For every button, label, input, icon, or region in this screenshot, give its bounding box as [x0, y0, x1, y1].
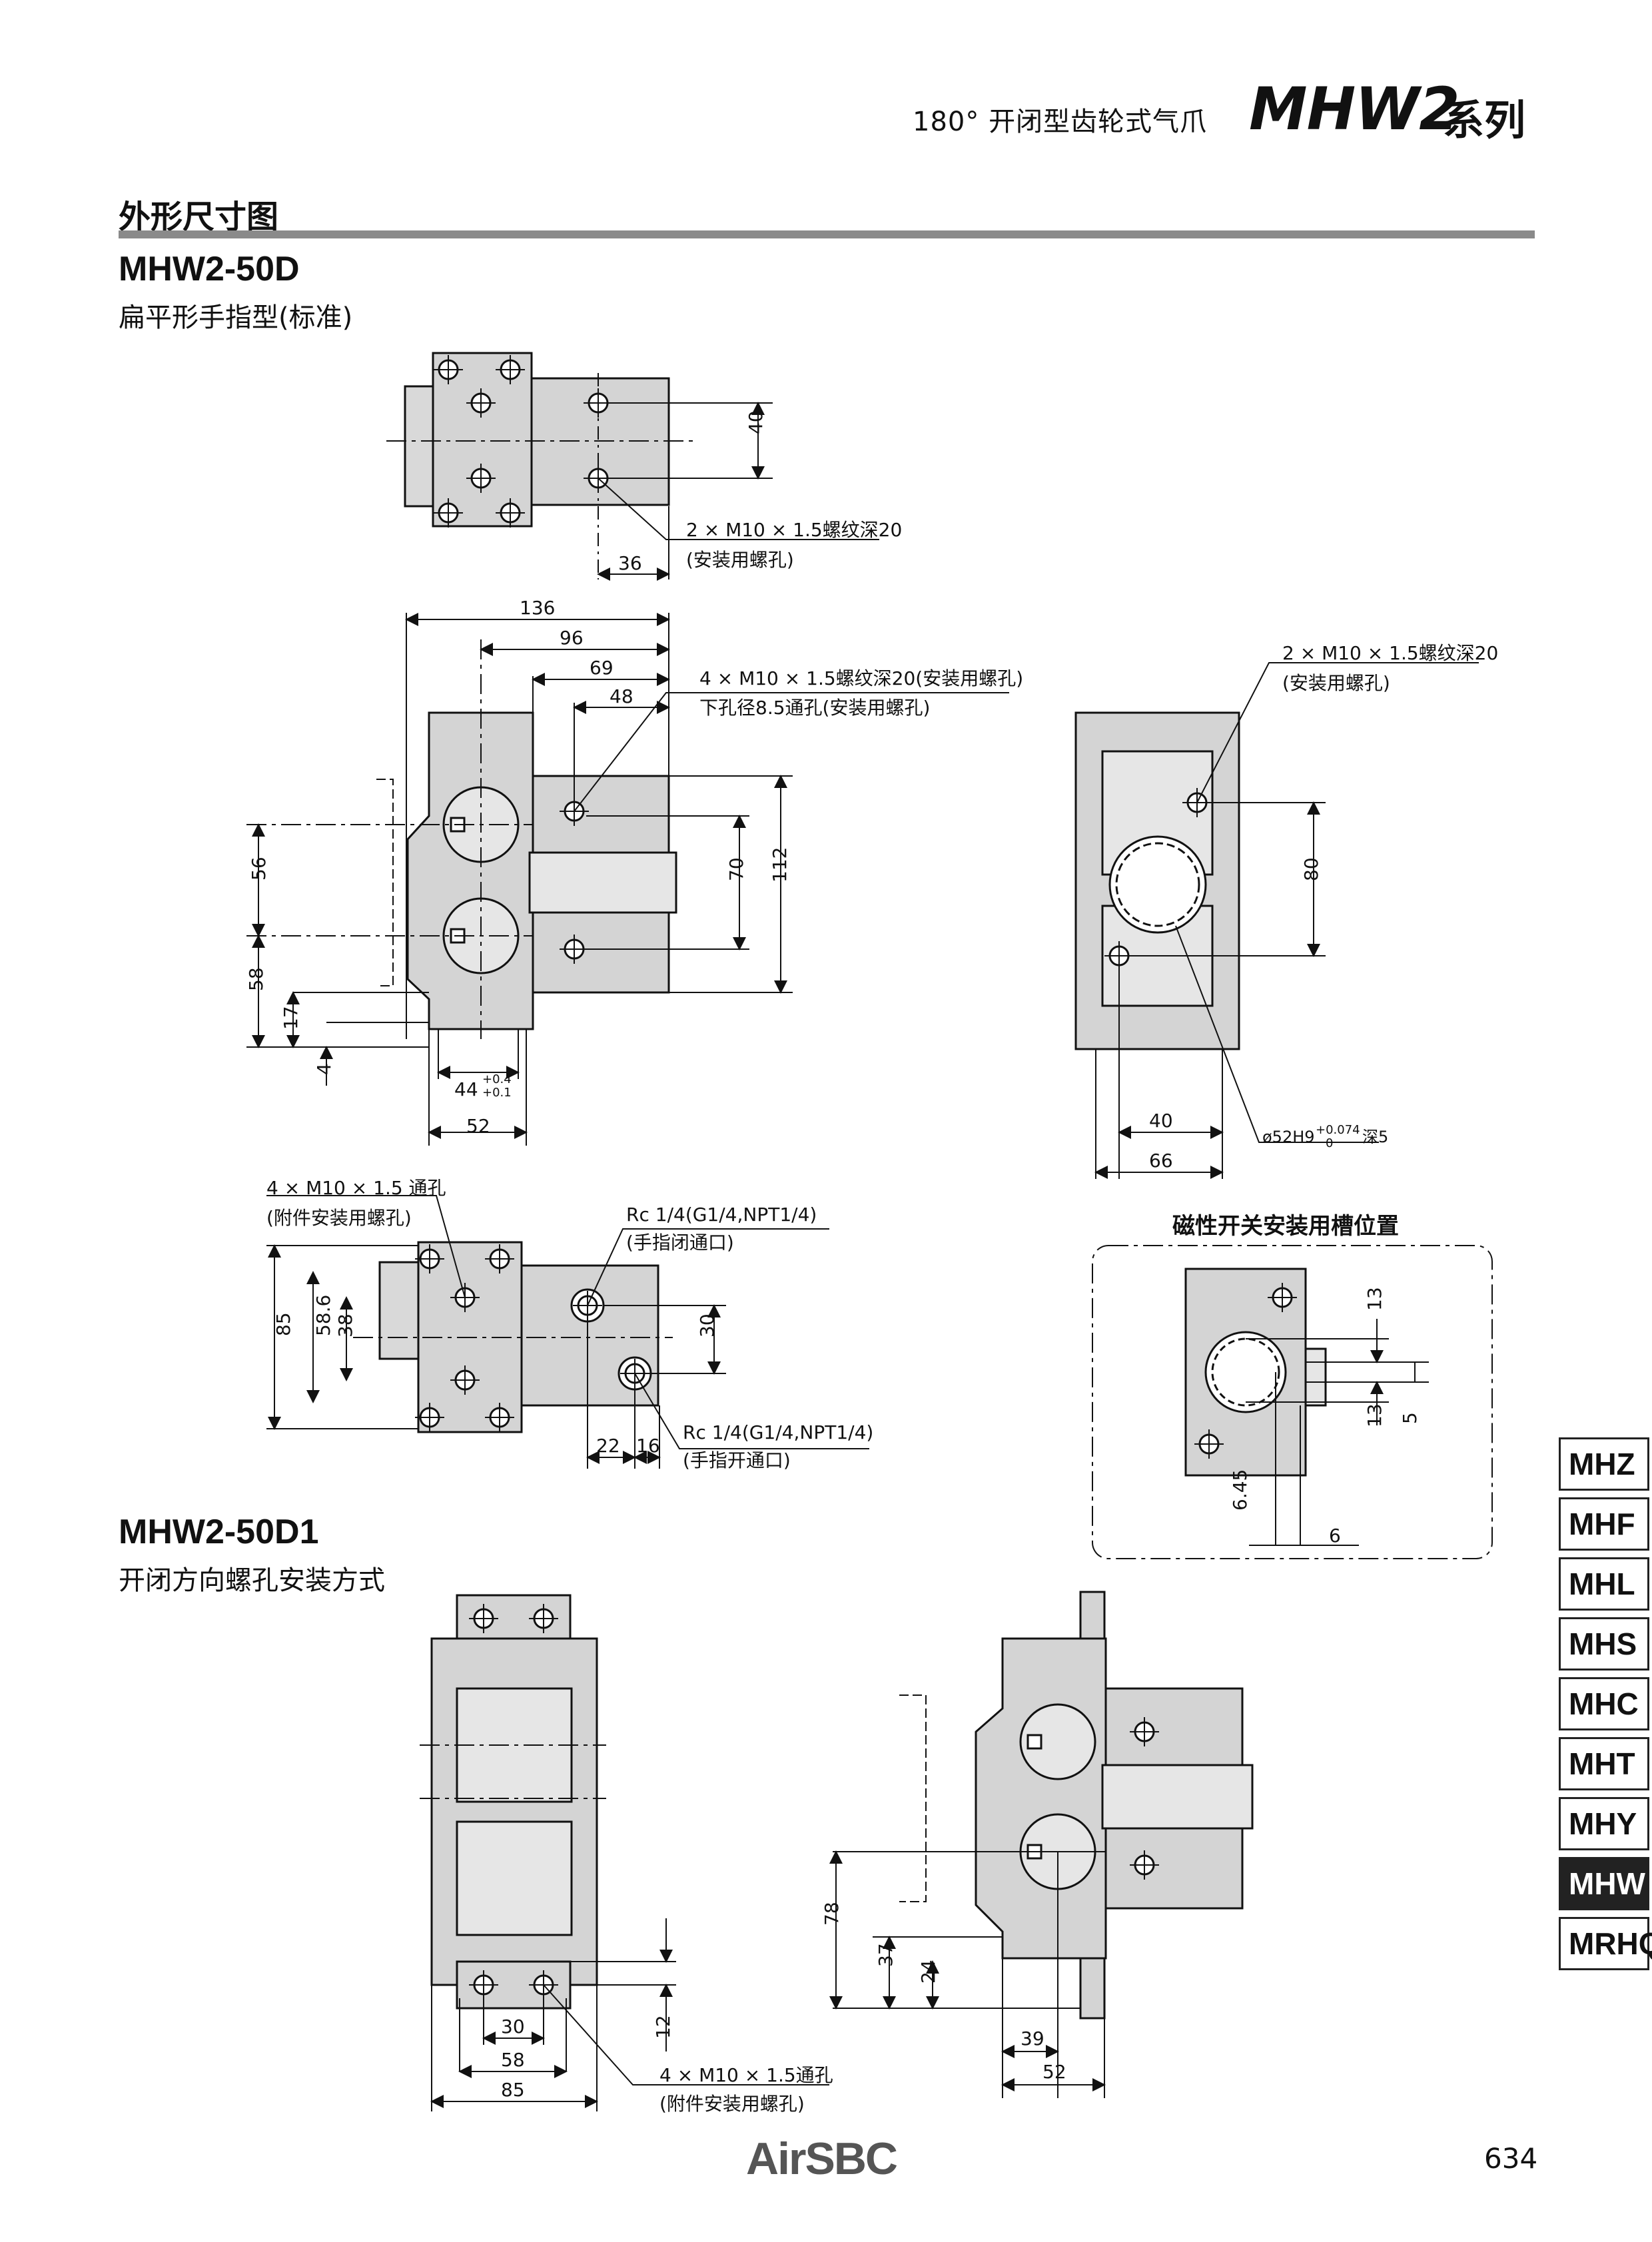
model2-subtitle: 开闭方向螺孔安装方式 [119, 1565, 385, 1596]
header-series-suffix: 系列 [1443, 96, 1526, 145]
dim-58-6: 58.6 [312, 1295, 334, 1336]
dim-112: 112 [769, 847, 791, 883]
view-front [246, 613, 1009, 1146]
header-subtitle: 180° 开闭型齿轮式气爪 [913, 107, 1208, 137]
view-bottom [266, 1195, 869, 1469]
dim-12: 12 [652, 2015, 674, 2039]
dim-69: 69 [590, 657, 614, 679]
dim-17: 17 [280, 1006, 302, 1030]
dim-22: 22 [596, 1435, 620, 1457]
tab-mht[interactable]: MHT [1559, 1737, 1649, 1790]
section-rule [119, 230, 1535, 238]
dim-85: 85 [272, 1312, 294, 1336]
tab-mhz[interactable]: MHZ [1559, 1437, 1649, 1491]
callout-thru-b-1: 4 × M10 × 1.5通孔 [659, 2064, 833, 2086]
page-number: 634 [1484, 2142, 1538, 2175]
dim-80: 80 [1300, 857, 1322, 881]
brand-logo: AirSBC [746, 2133, 898, 2184]
callout-tap-side-1: 2 × M10 × 1.5螺纹深20 [1282, 642, 1498, 664]
dim-136: 136 [520, 597, 555, 619]
tab-mhl[interactable]: MHL [1559, 1557, 1649, 1611]
dim-52: 52 [466, 1115, 490, 1137]
callout-thru-2: (附件安装用螺孔) [266, 1207, 412, 1229]
tab-mhw[interactable]: MHW [1559, 1857, 1649, 1910]
dim-44: 44 [454, 1078, 478, 1100]
model2-name: MHW2-50D1 [119, 1513, 319, 1551]
dim-4: 4 [313, 1063, 335, 1075]
callout-tap4-1: 4 × M10 × 1.5螺纹深20(安装用螺孔) [699, 667, 1023, 689]
dim-96: 96 [560, 627, 584, 649]
dim-6: 6 [1329, 1525, 1341, 1547]
switch-groove-title: 磁性开关安装用槽位置 [1172, 1213, 1399, 1240]
switch-groove-box [1092, 1245, 1493, 1559]
callout-tap4-2: 下孔径8.5通孔(安装用螺孔) [699, 697, 930, 719]
callout-bore-2: 深5 [1362, 1128, 1388, 1146]
dim-56: 56 [248, 857, 270, 881]
callout-rc-open-2: (手指开通口) [683, 1449, 791, 1471]
dim-30b: 30 [501, 2016, 525, 2038]
dim-70: 70 [725, 857, 747, 881]
callout-tap-top-1: 2 × M10 × 1.5螺纹深20 [686, 519, 902, 541]
dim-39: 39 [1021, 2028, 1044, 2050]
callout-rc-close-2: (手指闭通口) [626, 1232, 734, 1254]
section-title: 外形尺寸图 [119, 198, 279, 236]
callout-bore-tol-up: +0.074 [1316, 1123, 1360, 1137]
tab-mhc[interactable]: MHC [1559, 1677, 1649, 1730]
view-side [1074, 662, 1479, 1179]
callout-thru-b-2: (附件安装用螺孔) [659, 2093, 805, 2115]
dim-30: 30 [696, 1313, 718, 1337]
header-series: MHW2 [1249, 75, 1460, 143]
dim-36: 36 [618, 552, 642, 574]
dim-52b: 52 [1042, 2061, 1066, 2083]
dim-58b: 58 [501, 2049, 525, 2071]
tab-mhs[interactable]: MHS [1559, 1617, 1649, 1671]
dim-5: 5 [1399, 1412, 1421, 1424]
callout-rc-close-1: Rc 1/4(G1/4,NPT1/4) [626, 1204, 817, 1226]
dim-16: 16 [636, 1435, 660, 1457]
dim-66: 66 [1149, 1150, 1173, 1172]
callout-tap-top-2: (安装用螺孔) [686, 549, 794, 571]
dim-44-tol-up: +0.4 [482, 1072, 512, 1086]
tab-mrhq[interactable]: MRHQ [1559, 1917, 1652, 1970]
tab-mhy[interactable]: MHY [1559, 1797, 1649, 1850]
view-top [386, 352, 879, 581]
model1-subtitle: 扁平形手指型(标准) [119, 302, 353, 333]
dim-44-tol-lo: +0.1 [482, 1086, 512, 1100]
callout-tap-side-2: (安装用螺孔) [1282, 672, 1390, 694]
callout-rc-open-1: Rc 1/4(G1/4,NPT1/4) [683, 1421, 873, 1443]
dim-6-45: 6.45 [1229, 1469, 1251, 1511]
callout-bore-1: ø52H9 [1262, 1128, 1315, 1146]
view-d1-front [420, 1594, 829, 2111]
view-d1-side [829, 1591, 1254, 2098]
dim-58: 58 [245, 967, 267, 991]
callout-thru-1: 4 × M10 × 1.5 通孔 [266, 1177, 446, 1199]
dim-48: 48 [610, 685, 633, 707]
dim-13a: 13 [1364, 1287, 1386, 1311]
dim-40b: 40 [1149, 1110, 1173, 1132]
model1-name: MHW2-50D [119, 250, 300, 288]
dim-37: 37 [875, 1943, 897, 1967]
dim-40: 40 [745, 410, 767, 434]
dim-24: 24 [917, 1960, 939, 1984]
dim-38: 38 [334, 1313, 356, 1337]
callout-bore-tol-lo: 0 [1326, 1136, 1333, 1150]
tab-mhf[interactable]: MHF [1559, 1497, 1649, 1551]
dim-13b: 13 [1364, 1403, 1386, 1427]
dim-85b: 85 [501, 2079, 525, 2101]
dim-78: 78 [821, 1902, 843, 1926]
